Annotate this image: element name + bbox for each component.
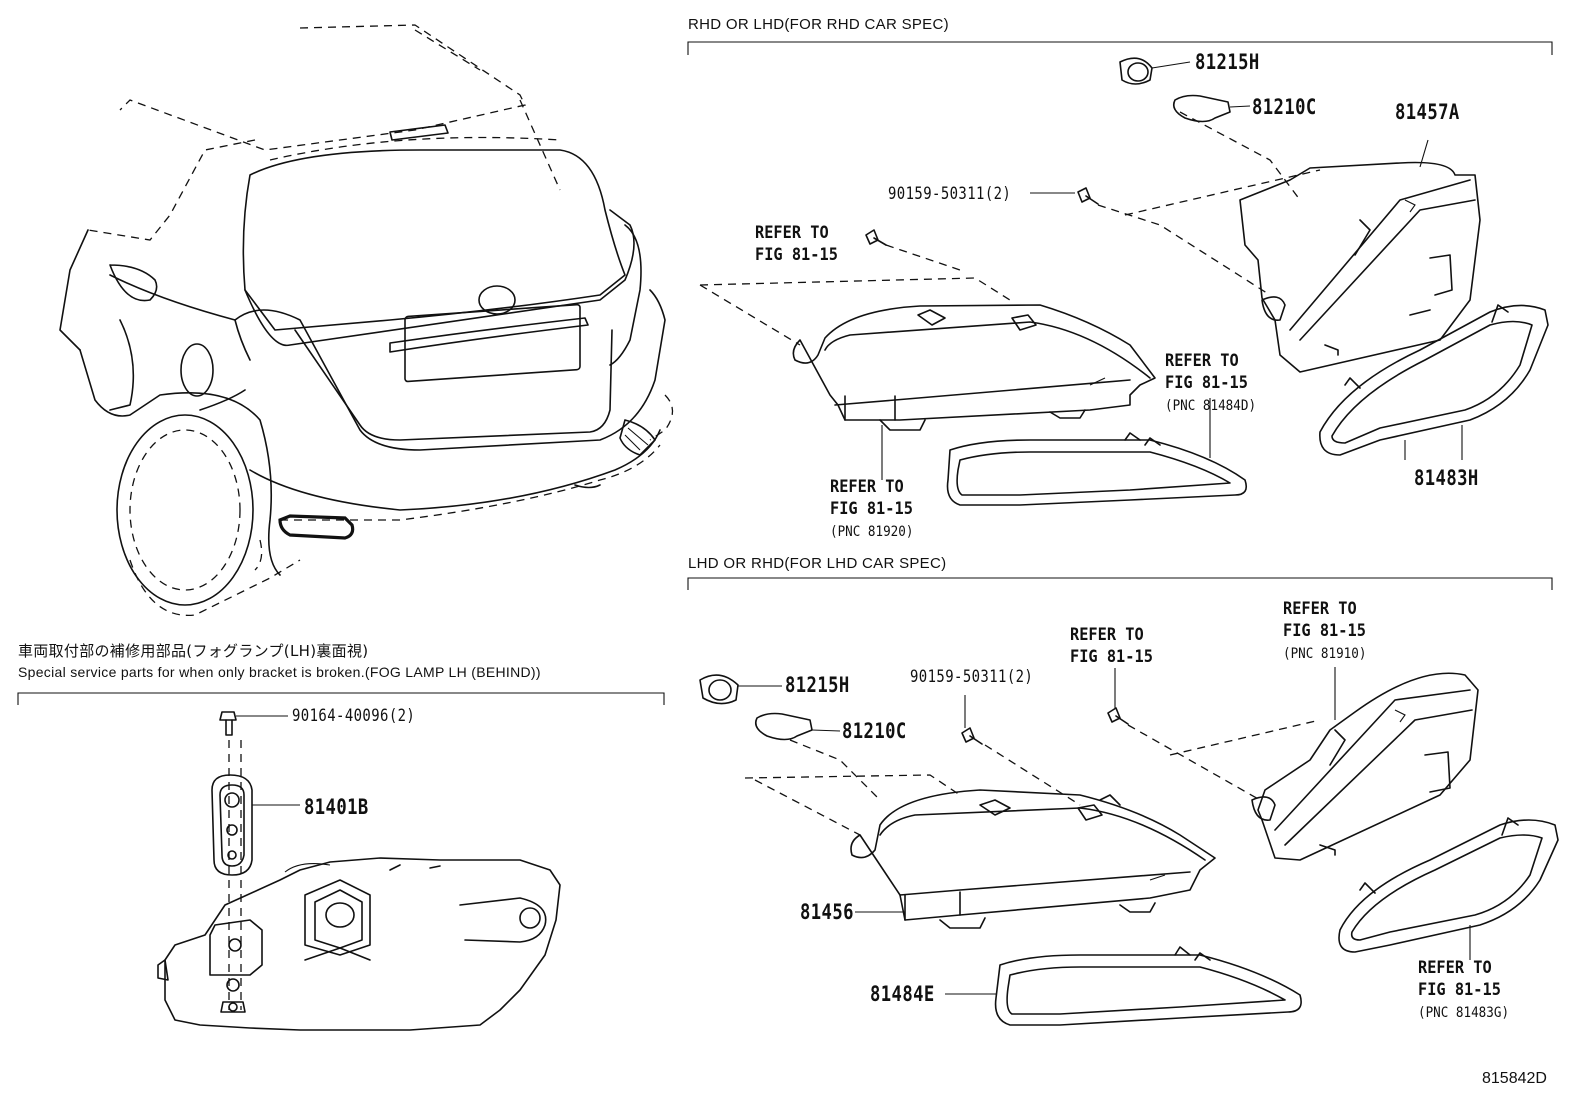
bezel-81484E [945,946,1302,1026]
part-number-90159-top: 90159-50311(2) [888,184,1012,204]
refer-line2: FIG 81-15 [1070,647,1153,667]
part-number-81210C-bottom: 81210C [842,719,907,743]
special-section-title-jp: 車両取付部の補修用部品(フォグランプ(LH)裏面視) [18,642,369,660]
screw-90159-bottom [961,695,983,745]
bracket-81401B [211,774,300,876]
bulb-81210C-top [1172,94,1251,123]
screw-refer-top [865,229,887,246]
refer-line1: REFER TO [1283,599,1357,619]
figure-id: 815842D [1482,1070,1547,1087]
socket-81215H-bottom [699,674,782,705]
screw-90164 [219,711,288,736]
refer-line1: REFER TO [1070,625,1144,645]
socket-81215H-top [1119,57,1191,85]
refer-line2: FIG 81-15 [1165,373,1248,393]
refer-line2: FIG 81-15 [830,499,913,519]
refer-line1: REFER TO [830,477,904,497]
refer-pnc: (PNC 81910) [1283,646,1367,662]
top-section-bracket [687,41,1553,55]
part-number-81483H: 81483H [1414,466,1479,490]
part-number-90164: 90164-40096(2) [292,706,416,726]
part-number-81457A: 81457A [1395,100,1460,124]
refer-pnc: (PNC 81484D) [1165,398,1257,414]
refer-line1: REFER TO [755,223,829,243]
part-number-81210C-top: 81210C [1252,95,1317,119]
part-number-81215H-top: 81215H [1195,50,1260,74]
part-number-90159-bottom: 90159-50311(2) [910,667,1034,687]
bracket-assembly [157,711,561,1031]
fog-lamp-bottom-right [1251,667,1479,861]
refer-pnc: (PNC 81483G) [1418,1005,1510,1021]
top-section-title: RHD OR LHD(FOR RHD CAR SPEC) [688,16,949,33]
refer-line2: FIG 81-15 [755,245,838,265]
bottom-section-title: LHD OR RHD(FOR LHD CAR SPEC) [688,555,947,572]
bezel-81483H [1319,304,1549,460]
fog-lamp-housing-behind [157,857,561,1031]
bezel-bottom-right [1338,817,1559,960]
bottom-section-bracket [687,577,1553,590]
top-assembly [699,57,1549,506]
refer-pnc: (PNC 81920) [830,524,914,540]
part-number-81484E: 81484E [870,982,935,1006]
part-number-81215H-bottom: 81215H [785,673,850,697]
screw-refer-bottom [1107,668,1129,725]
bezel-refer-top [946,398,1248,506]
part-number-81401B: 81401B [304,795,369,819]
refer-line2: FIG 81-15 [1418,980,1501,1000]
screw-90159-top [1030,187,1099,205]
fog-lamp-81457A [1239,139,1481,373]
refer-line1: REFER TO [1418,958,1492,978]
special-section-title-en: Special service parts for when only brac… [18,664,541,680]
refer-line1: REFER TO [1165,351,1239,371]
fog-lamp-81456 [850,789,1216,929]
special-section-bracket [17,692,665,705]
part-number-81456: 81456 [800,900,854,924]
car-rear-view [59,24,674,617]
bottom-assembly [699,667,1559,1026]
refer-line2: FIG 81-15 [1283,621,1366,641]
fog-lamp-top-center [792,304,1156,431]
bulb-81210C-bottom [754,712,841,741]
